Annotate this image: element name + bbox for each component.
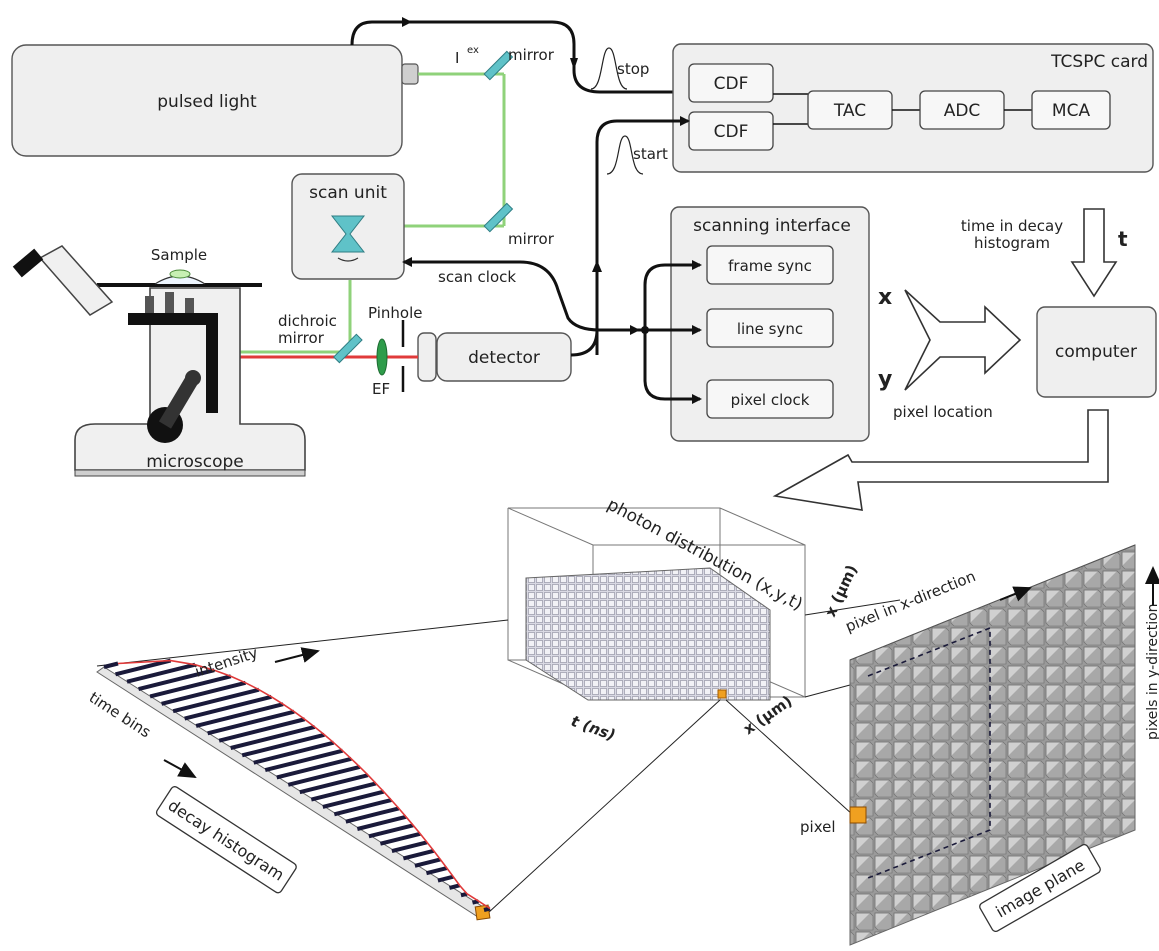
histogram-bar bbox=[173, 690, 259, 711]
detector-output-line bbox=[571, 330, 597, 355]
histogram-bar bbox=[150, 676, 231, 696]
light-source-port bbox=[402, 64, 418, 84]
mirror-top-label: mirror bbox=[508, 46, 555, 64]
decay-histogram bbox=[97, 661, 490, 920]
emission-filter bbox=[377, 339, 387, 375]
scan-unit-label: scan unit bbox=[309, 183, 387, 203]
cdf-bottom-label: CDF bbox=[714, 122, 749, 142]
detector-label: detector bbox=[468, 348, 540, 368]
iex-superscript: ex bbox=[467, 45, 479, 56]
microscope bbox=[13, 246, 305, 476]
dichroic-label-2: mirror bbox=[278, 329, 325, 347]
histogram-bar bbox=[380, 834, 420, 844]
scan-clock-label: scan clock bbox=[438, 268, 516, 286]
histogram-bar bbox=[208, 712, 295, 734]
time-arrow-icon bbox=[1072, 209, 1116, 296]
t-ns-label: t (ns) bbox=[569, 712, 618, 745]
decay-histogram-tag: decay histogram bbox=[155, 785, 298, 894]
tac-label: TAC bbox=[833, 101, 866, 121]
time-in-decay-line1: time in decay bbox=[961, 217, 1063, 235]
ef-label: EF bbox=[372, 380, 390, 398]
decay-histogram-label: decay histogram bbox=[165, 796, 288, 885]
line-sync-label: line sync bbox=[737, 320, 803, 338]
tcspc-card: TCSPC card CDF CDF TAC ADC MCA bbox=[673, 44, 1153, 172]
scanning-interface: scanning interface frame sync line sync … bbox=[671, 207, 869, 441]
y-symbol: y bbox=[878, 367, 892, 392]
tcspc-card-title: TCSPC card bbox=[1050, 52, 1148, 72]
histogram-bar bbox=[438, 877, 453, 881]
highlight-voxel bbox=[718, 690, 726, 698]
histogram-bar bbox=[242, 735, 324, 756]
histogram-bar bbox=[403, 851, 433, 859]
histogram-bar bbox=[231, 727, 315, 748]
pinhole-label: Pinhole bbox=[368, 304, 422, 322]
histogram-bar bbox=[265, 751, 342, 770]
histogram-bar bbox=[449, 885, 459, 888]
x-symbol: x bbox=[878, 285, 892, 310]
pixel-location-label: pixel location bbox=[893, 403, 993, 421]
mca-label: MCA bbox=[1052, 101, 1091, 121]
frame-sync-label: frame sync bbox=[728, 257, 812, 275]
connector-pixel bbox=[726, 700, 853, 815]
pixels-in-y-label: pixels in y-direction bbox=[1145, 603, 1159, 740]
highlight-pixel bbox=[850, 807, 866, 823]
histogram-bar bbox=[162, 683, 246, 704]
pulsed-light-label: pulsed light bbox=[157, 92, 257, 112]
pulsed-light-box: pulsed light bbox=[12, 45, 418, 156]
scan-unit: scan unit bbox=[292, 174, 404, 279]
histogram-bar bbox=[392, 842, 427, 851]
histogram-bar bbox=[254, 743, 334, 763]
histogram-bars bbox=[104, 661, 490, 910]
merge-arrow-icon bbox=[905, 290, 1020, 390]
histogram-bar bbox=[369, 825, 413, 836]
pixel-label: pixel bbox=[800, 818, 836, 836]
histogram-bar bbox=[104, 664, 118, 668]
histogram-bar bbox=[219, 719, 305, 740]
adc-label: ADC bbox=[944, 101, 981, 121]
computer-label: computer bbox=[1055, 342, 1137, 362]
histogram-bar bbox=[426, 868, 446, 873]
histogram-bar bbox=[185, 697, 272, 719]
histogram-bar bbox=[277, 759, 352, 778]
dichroic-label-1: dichroic bbox=[278, 312, 337, 330]
detector-window bbox=[418, 333, 436, 381]
stop-label: stop bbox=[617, 60, 649, 78]
pixel-clock-label: pixel clock bbox=[731, 391, 810, 409]
mirror-mid-label: mirror bbox=[508, 230, 555, 248]
iex-label: I bbox=[455, 49, 459, 67]
start-label: start bbox=[633, 145, 668, 163]
histogram-bar bbox=[288, 767, 360, 785]
t-symbol: t bbox=[1118, 227, 1128, 251]
microscope-label: microscope bbox=[146, 452, 244, 472]
scanning-interface-title: scanning interface bbox=[693, 216, 851, 236]
histogram-bar bbox=[461, 894, 467, 896]
histogram-bar bbox=[415, 859, 440, 865]
histogram-bar bbox=[196, 704, 283, 726]
time-in-decay-line2: histogram bbox=[974, 234, 1050, 252]
connector-histogram-top bbox=[97, 620, 508, 666]
cdf-top-label: CDF bbox=[714, 74, 749, 94]
sample-label: Sample bbox=[151, 246, 207, 264]
